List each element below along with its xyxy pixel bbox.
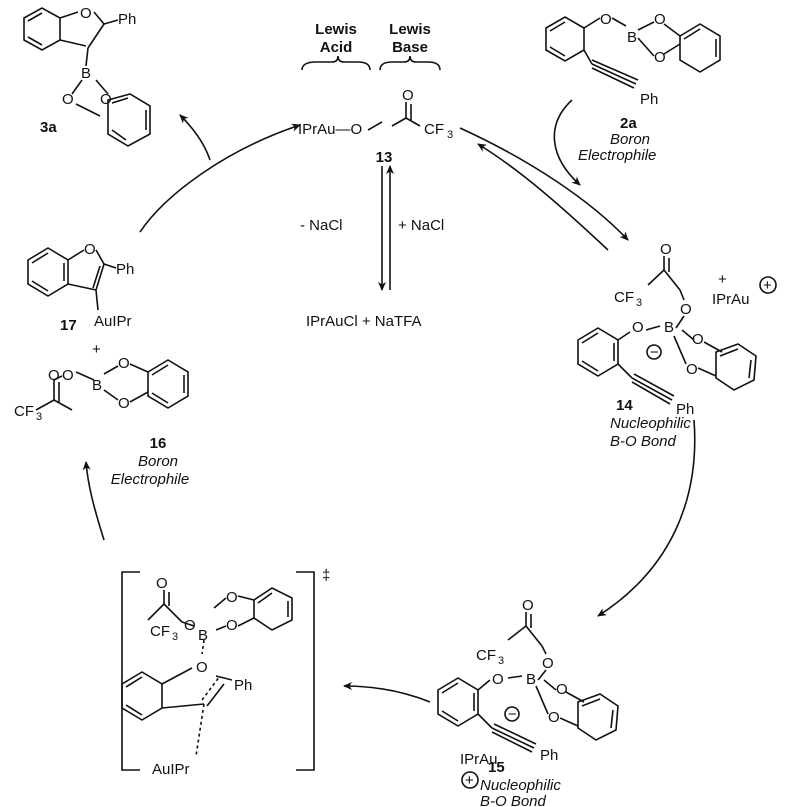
svg-text:Ph: Ph <box>676 401 694 418</box>
svg-text:+: + <box>92 341 101 358</box>
svg-text:O: O <box>660 241 672 258</box>
svg-text:3: 3 <box>447 129 453 141</box>
svg-text:O: O <box>100 91 112 108</box>
minus-charge-icon <box>646 344 662 360</box>
svg-text:Ph: Ph <box>540 747 558 764</box>
label-14: 14 <box>616 397 633 414</box>
lewis-acid-brace <box>301 55 371 71</box>
compound-3a <box>23 7 151 147</box>
label-2a: 2a <box>620 115 637 132</box>
svg-text:CF: CF <box>150 623 170 640</box>
svg-text:IPrAu: IPrAu <box>712 291 750 308</box>
svg-text:+: + <box>763 277 772 294</box>
svg-text:CF: CF <box>14 403 34 420</box>
lewis-acid-label-2: Acid <box>320 39 353 56</box>
svg-text:O: O <box>196 659 208 676</box>
compound-14 <box>577 256 757 405</box>
cycle-arrows <box>82 99 696 703</box>
svg-text:O: O <box>492 671 504 688</box>
svg-text:O: O <box>522 597 534 614</box>
svg-text:O: O <box>156 575 168 592</box>
svg-text:O: O <box>62 91 74 108</box>
svg-text:3: 3 <box>172 631 178 643</box>
svg-text:Nucleophilic: Nucleophilic <box>480 777 561 794</box>
svg-text:B-O Bond: B-O Bond <box>480 793 547 807</box>
svg-text:Ph: Ph <box>234 677 252 694</box>
lewis-base-brace <box>379 55 441 71</box>
svg-text:Ph: Ph <box>118 11 136 28</box>
svg-text:CF: CF <box>476 647 496 664</box>
svg-text:3: 3 <box>36 411 42 423</box>
svg-text:O: O <box>118 355 130 372</box>
svg-text:O: O <box>118 395 130 412</box>
lewis-acid-label-1: Lewis <box>315 21 357 38</box>
svg-text:B: B <box>92 377 102 394</box>
svg-text:CF: CF <box>614 289 634 306</box>
svg-text:Electrophile: Electrophile <box>111 471 189 488</box>
svg-text:3: 3 <box>498 655 504 667</box>
compound-16 <box>35 359 189 411</box>
plus-charge-icon <box>759 276 777 294</box>
label-17: 17 <box>60 317 77 334</box>
label-15: 15 <box>488 759 505 776</box>
transition-state <box>121 571 315 771</box>
svg-text:Nucleophilic: Nucleophilic <box>610 415 691 432</box>
labels: Lewis Acid Lewis Base IPrAu—O O CF 3 13 … <box>14 5 772 807</box>
precursor: IPrAuCl + NaTFA <box>306 313 421 330</box>
svg-text:O: O <box>226 589 238 606</box>
svg-text:B: B <box>526 671 536 688</box>
svg-text:B: B <box>627 29 637 46</box>
svg-text:O: O <box>48 367 60 384</box>
svg-text:3: 3 <box>636 297 642 309</box>
svg-text:O: O <box>680 301 692 318</box>
svg-text:O: O <box>600 11 612 28</box>
ts-dagger: ‡ <box>322 567 330 584</box>
svg-text:O: O <box>692 331 704 348</box>
plus-nacl: + NaCl <box>398 217 444 234</box>
lewis-base-label-2: Base <box>392 39 428 56</box>
svg-text:O: O <box>632 319 644 336</box>
svg-text:O: O <box>686 361 698 378</box>
minus-nacl: - NaCl <box>300 217 343 234</box>
compound-17 <box>27 247 117 311</box>
carbonyl-o: O <box>402 87 414 104</box>
svg-text:O: O <box>556 681 568 698</box>
svg-text:O: O <box>654 11 666 28</box>
svg-text:−: − <box>508 706 517 723</box>
label-16: 16 <box>150 435 167 452</box>
svg-text:O: O <box>226 617 238 634</box>
svg-text:O: O <box>80 5 92 22</box>
svg-text:AuIPr: AuIPr <box>94 313 132 330</box>
svg-text:B: B <box>198 627 208 644</box>
label-3a: 3a <box>40 119 57 136</box>
label-13: 13 <box>376 149 393 166</box>
plus-charge-icon <box>461 771 479 789</box>
svg-text:O: O <box>84 241 96 258</box>
svg-text:+: + <box>718 271 727 288</box>
svg-text:−: − <box>650 344 659 361</box>
svg-text:Electrophile: Electrophile <box>578 147 656 164</box>
svg-text:O: O <box>62 367 74 384</box>
svg-text:Boron: Boron <box>138 453 178 470</box>
svg-text:B: B <box>664 319 674 336</box>
catalyst-formula: IPrAu—O <box>298 121 362 138</box>
svg-text:Ph: Ph <box>116 261 134 278</box>
catalyst-cf3: CF <box>424 121 444 138</box>
svg-text:B-O Bond: B-O Bond <box>610 433 677 450</box>
compound-15 <box>437 612 619 753</box>
svg-text:O: O <box>654 49 666 66</box>
lewis-base-label-1: Lewis <box>389 21 431 38</box>
svg-text:O: O <box>548 709 560 726</box>
svg-text:Boron: Boron <box>610 131 650 148</box>
svg-text:AuIPr: AuIPr <box>152 761 190 778</box>
svg-text:O: O <box>542 655 554 672</box>
svg-text:B: B <box>81 65 91 82</box>
svg-text:IPrAu: IPrAu <box>460 751 498 768</box>
compound-2a <box>545 16 721 89</box>
minus-charge-icon <box>504 706 520 722</box>
svg-text:+: + <box>465 772 474 789</box>
svg-text:Ph: Ph <box>640 91 658 108</box>
svg-text:O: O <box>184 617 196 634</box>
